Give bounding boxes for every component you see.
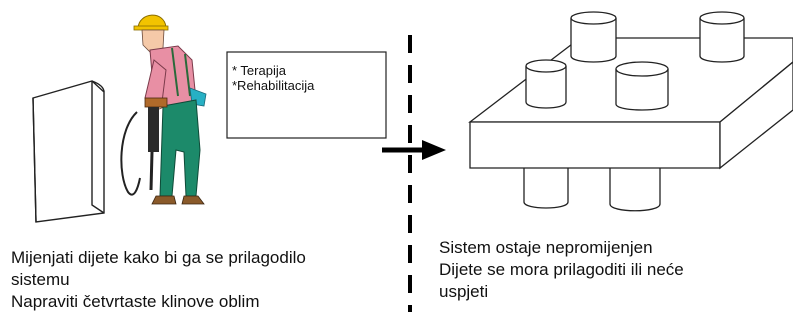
left-caption-line-2: sistemu [11, 270, 70, 289]
note-box-text: * Terapija *Rehabilitacija [232, 63, 314, 93]
peg-prism-illustration [32, 80, 105, 223]
slab-with-round-pegs-illustration [468, 11, 793, 212]
note-box-line-2: *Rehabilitacija [232, 78, 315, 93]
note-box-line-1: * Terapija [232, 63, 286, 78]
left-caption-line-1: Mijenjati dijete kako bi ga se prilagodi… [11, 248, 306, 267]
right-caption-line-2: Dijete se mora prilagoditi ili neće [439, 260, 684, 279]
right-caption-line-1: Sistem ostaje nepromijenjen [439, 238, 653, 257]
right-caption-line-3: uspjeti [439, 282, 489, 301]
left-caption-line-3: Napraviti četvrtaste klinove oblim [11, 292, 260, 311]
note-box [226, 51, 387, 139]
arrow-right [382, 140, 446, 160]
worker-with-jackhammer-illustration [120, 14, 207, 205]
